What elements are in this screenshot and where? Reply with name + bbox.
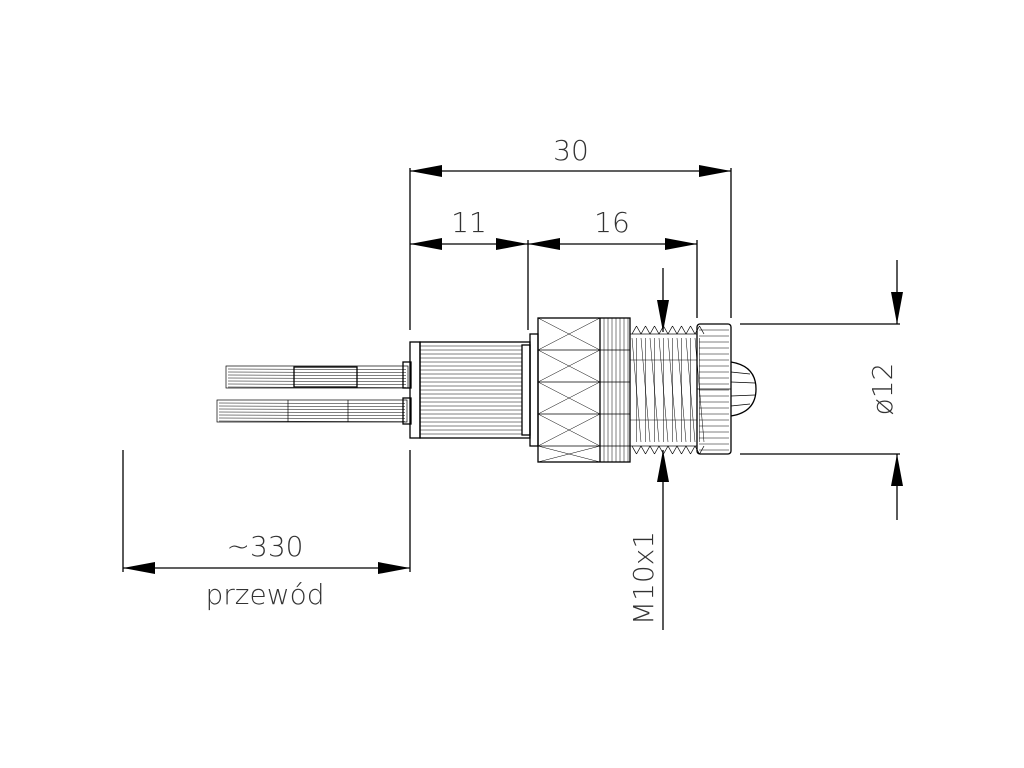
dimension-16: 16 — [528, 206, 698, 318]
hex-nut — [529, 317, 631, 463]
wire-lower — [216, 399, 408, 423]
dimension-16-label: 16 — [594, 206, 630, 239]
dimension-thread-label: M10x1 — [627, 531, 660, 625]
wire-upper — [225, 365, 409, 389]
dimension-diameter-label: ø12 — [866, 363, 899, 416]
dimension-diameter: ø12 — [740, 260, 903, 520]
dimension-11: 11 — [410, 206, 529, 330]
dimension-wire-caption: przewód — [205, 578, 324, 611]
led-dome — [730, 361, 757, 417]
thread-section — [629, 325, 705, 455]
front-flange — [696, 323, 732, 455]
dimension-thread: M10x1 — [627, 268, 669, 630]
dimension-30: 30 — [409, 134, 732, 330]
dimension-wire: ~330 przewód — [122, 450, 411, 611]
dimension-wire-label: ~330 — [227, 530, 304, 563]
dimension-30-label: 30 — [553, 134, 589, 167]
rear-body — [402, 341, 531, 439]
dimension-11-label: 11 — [451, 206, 487, 239]
